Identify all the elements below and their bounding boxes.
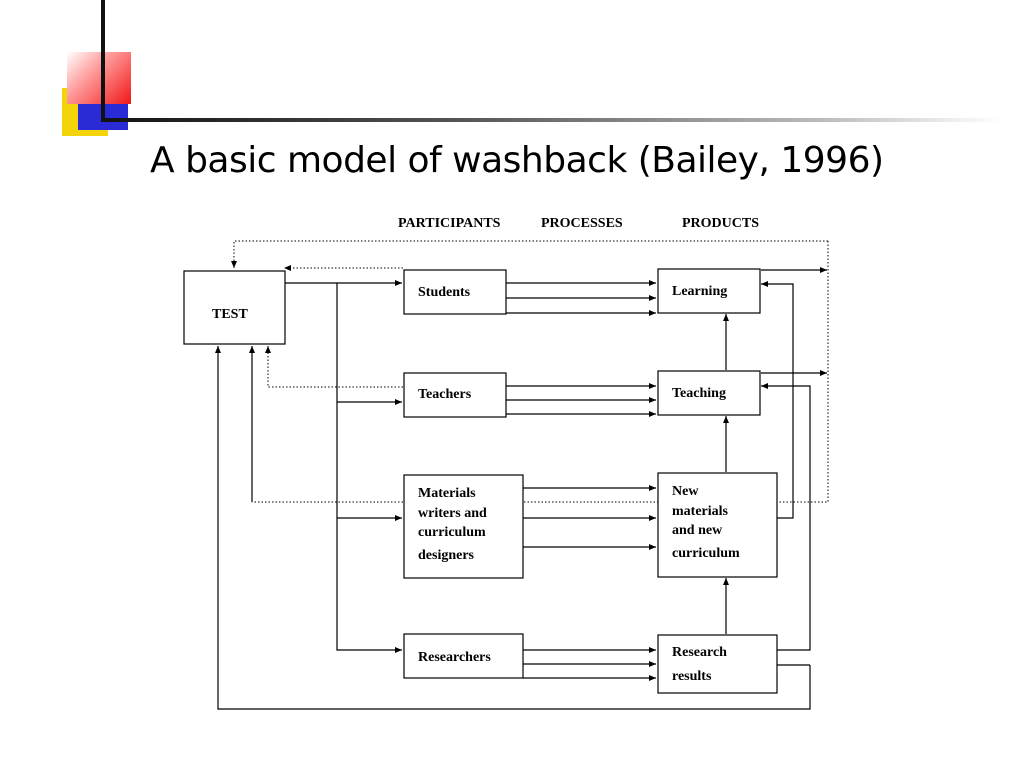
node-materials-writers: Materials writers and curriculum designe…	[403, 474, 524, 579]
node-teaching: Teaching	[657, 370, 761, 416]
node-research-results-line: Research	[672, 645, 727, 660]
node-researchers: Researchers	[403, 633, 524, 679]
node-new-materials-line: and new	[672, 523, 723, 538]
node-new-materials-line: New	[672, 484, 699, 499]
header-processes: PROCESSES	[541, 216, 623, 231]
horizontal-rule	[101, 118, 1001, 122]
node-new-materials-line: materials	[672, 504, 729, 519]
node-materials-writers-line: designers	[418, 548, 475, 563]
node-new-materials-line: curriculum	[672, 546, 740, 561]
node-test-label: TEST	[212, 307, 248, 322]
node-materials-writers-line: curriculum	[418, 525, 486, 540]
node-new-materials: New materials and new curriculum	[657, 472, 778, 578]
solid-connectors	[215, 267, 827, 710]
header-products: PRODUCTS	[682, 216, 759, 231]
node-research-results: Research results	[657, 634, 778, 694]
header-participants: PARTICIPANTS	[398, 216, 501, 231]
vertical-rule	[101, 0, 105, 122]
node-research-results-line: results	[672, 669, 712, 684]
node-researchers-label: Researchers	[418, 650, 491, 665]
node-test: TEST	[183, 270, 286, 345]
node-learning-label: Learning	[672, 284, 727, 299]
node-materials-writers-line: writers and	[418, 506, 487, 521]
node-materials-writers-line: Materials	[418, 486, 476, 501]
slide-title: A basic model of washback (Bailey, 1996)	[150, 140, 884, 181]
red-square-decoration	[67, 52, 131, 104]
node-students: Students	[403, 269, 507, 315]
node-teachers: Teachers	[403, 372, 507, 418]
node-learning: Learning	[657, 268, 761, 314]
node-teachers-label: Teachers	[418, 387, 472, 402]
node-teaching-label: Teaching	[672, 386, 726, 401]
node-students-label: Students	[418, 285, 471, 300]
